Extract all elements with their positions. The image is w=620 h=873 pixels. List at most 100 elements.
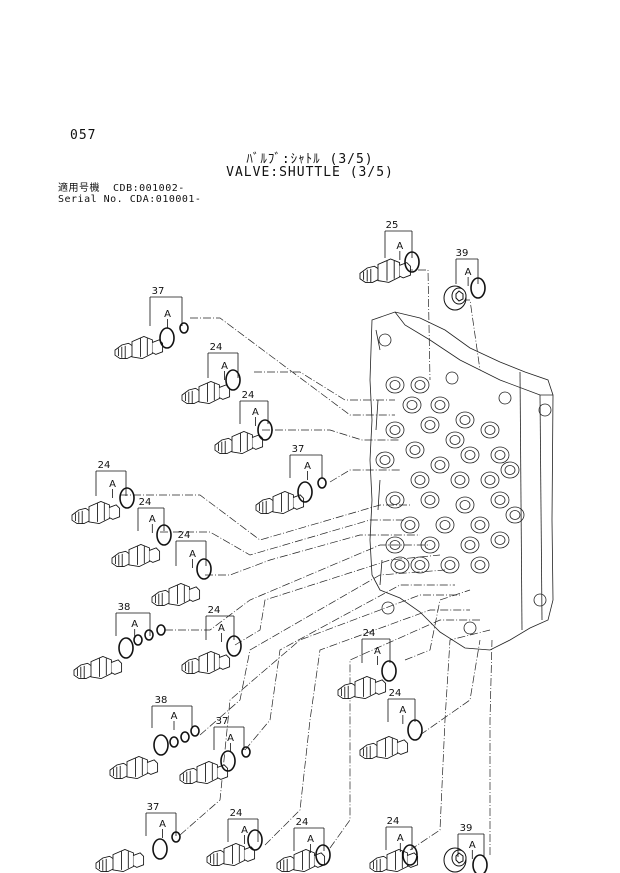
- fitting-hex: [377, 258, 401, 283]
- backup-ring-9: [241, 746, 251, 758]
- callout-sub-label: A: [159, 819, 166, 830]
- fitting-hex-edges: [232, 845, 240, 864]
- leader-line-18: [419, 639, 481, 736]
- mounting-hole-2: [445, 371, 459, 385]
- callout-1: 25A: [384, 220, 413, 260]
- callout-part-number: 37: [216, 716, 229, 727]
- fitting-tail: [219, 654, 231, 670]
- o-ring-19: [402, 844, 418, 866]
- serial-info: 適用号機 CDB:001002- Serial No. CDA:010001-: [58, 183, 201, 205]
- callout-sub-label: A: [399, 705, 406, 716]
- fitting-tail: [375, 679, 387, 695]
- fitting-hex-edges: [385, 738, 393, 757]
- port-inner-ring: [474, 520, 486, 530]
- leader-line-1: [190, 317, 395, 416]
- fitting-hex: [293, 849, 315, 873]
- port-inner-ring: [414, 380, 426, 390]
- callout-15: 37A: [213, 716, 245, 752]
- callout-bracket: [115, 612, 151, 636]
- port-outer-ring: [400, 516, 420, 534]
- port-inner-ring: [474, 560, 486, 570]
- fitting-hex-edges: [99, 658, 107, 677]
- fitting-hex: [231, 431, 253, 455]
- valve-port-10: [405, 441, 425, 459]
- fitting-nose: [109, 762, 130, 780]
- fitting-threads: [362, 745, 371, 759]
- fitting-tail: [314, 852, 326, 868]
- port-outer-ring: [470, 556, 490, 574]
- port-inner-ring: [424, 420, 436, 430]
- callout-bracket: [137, 507, 165, 531]
- port-outer-ring: [390, 556, 410, 574]
- connector-fitting-16: [206, 843, 256, 867]
- plug-socket: [455, 290, 464, 302]
- o-ring-18: [315, 844, 331, 866]
- fitting-hex-edges: [97, 503, 105, 522]
- callout-6: 37A: [289, 444, 323, 480]
- callout-part-number: 24: [178, 530, 191, 541]
- mounting-hole-3: [498, 391, 512, 405]
- callout-18: 24A: [293, 817, 325, 853]
- port-inner-ring: [389, 380, 401, 390]
- port-inner-ring: [459, 415, 471, 425]
- fitting-nose: [337, 682, 358, 700]
- fitting-hex: [126, 756, 148, 780]
- callout-part-number: 38: [118, 602, 131, 613]
- callout-11: 24A: [205, 605, 235, 642]
- callout-part-number: 24: [242, 390, 255, 401]
- fitting-threads: [340, 685, 349, 699]
- connector-fitting-11: [337, 676, 387, 700]
- callout-9: 24A: [175, 530, 207, 568]
- fitting-threads: [184, 390, 193, 404]
- port-inner-ring: [464, 450, 476, 460]
- port-outer-ring: [480, 421, 500, 439]
- leader-line-12: [179, 594, 460, 836]
- callout-3: 37A: [149, 286, 183, 328]
- connector-fitting-17: [276, 849, 326, 873]
- fitting-nose: [181, 387, 202, 405]
- callout-bracket: [145, 812, 177, 836]
- port-outer-ring: [385, 376, 405, 394]
- leader-lines: [120, 269, 493, 855]
- callout-bracket: [455, 258, 479, 284]
- callout-part-number: 38: [155, 695, 168, 706]
- valve-port-30: [490, 531, 510, 549]
- callout-14: 38A: [151, 695, 193, 730]
- callout-part-number: 37: [152, 286, 165, 297]
- fitting-tail: [252, 434, 264, 450]
- leader-line-2: [254, 371, 395, 401]
- callout-bracket: [151, 705, 193, 728]
- port-inner-ring: [389, 495, 401, 505]
- fitting-tail: [111, 659, 123, 675]
- callout-bracket: [293, 827, 325, 851]
- fitting-hex: [354, 676, 376, 700]
- backup-ring-7: [180, 731, 190, 743]
- leader-line-10: [199, 569, 446, 736]
- fitting-threads: [279, 858, 288, 872]
- callout-part-number: 24: [296, 817, 309, 828]
- fitting-nose: [359, 742, 380, 760]
- o-ring-3: [159, 327, 175, 349]
- fitting-hex-edges: [207, 653, 215, 672]
- port-outer-ring: [430, 396, 450, 414]
- title-japanese: ﾊﾞﾙﾌﾞ:ｼｬﾄﾙ (3/5): [246, 152, 374, 167]
- callout-sub-label: A: [469, 840, 476, 851]
- valve-port-34: [390, 556, 410, 574]
- callout-part-number: 39: [456, 248, 469, 259]
- port-inner-ring: [509, 510, 521, 520]
- valve-port-11: [460, 446, 480, 464]
- port-inner-ring: [379, 455, 391, 465]
- fitting-hex: [198, 651, 220, 675]
- o-ring-6: [297, 481, 313, 503]
- valve-port-31: [440, 556, 460, 574]
- fitting-nose: [276, 855, 297, 873]
- valve-port-24: [435, 516, 455, 534]
- fitting-tail: [149, 547, 161, 563]
- callout-part-number: 37: [292, 444, 305, 455]
- fitting-hex-edges: [135, 758, 143, 777]
- callout-bracket: [213, 726, 245, 750]
- valve-body-edge-right: [519, 371, 523, 631]
- fitting-nose: [95, 855, 116, 873]
- fitting-threads: [184, 660, 193, 674]
- callout-sub-label: A: [227, 733, 234, 744]
